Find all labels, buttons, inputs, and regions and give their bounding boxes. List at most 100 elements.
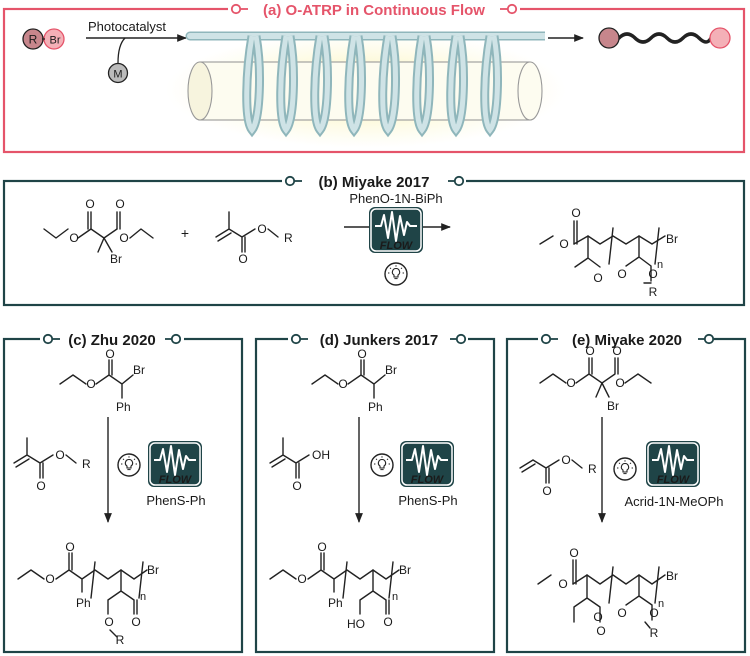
panel-e-title: (e) Miyake 2020	[572, 332, 682, 349]
monomer-r-label: R	[284, 231, 293, 245]
svg-text:O: O	[317, 540, 326, 554]
svg-text:O: O	[105, 347, 114, 361]
panel-e: (e) Miyake 2020 O O O O Br O O R FLOW Ac…	[505, 329, 747, 654]
product-n-label: n	[140, 591, 146, 603]
product-r-label: R	[649, 285, 658, 299]
svg-text:O: O	[69, 231, 78, 245]
monomer-structure: O O R	[215, 211, 293, 266]
svg-text:O: O	[617, 267, 626, 281]
svg-text:O: O	[55, 448, 64, 462]
header-dot-icon	[453, 175, 465, 187]
header-dot-icon	[455, 333, 467, 345]
monomer-o-label: O	[238, 252, 247, 266]
catalyst-label: Acrid-1N-MeOPh	[625, 494, 724, 509]
initiator-br-label: Br	[133, 363, 145, 377]
svg-text:O: O	[558, 577, 567, 591]
light-bulb-icon	[613, 457, 637, 481]
monomer-o-label: O	[292, 479, 301, 493]
header-dot-icon	[230, 3, 242, 15]
svg-text:O: O	[297, 572, 306, 586]
monomer-m-icon	[107, 62, 129, 84]
header-dot-icon	[42, 333, 54, 345]
svg-text:O: O	[104, 615, 113, 629]
header-dot-icon	[170, 333, 182, 345]
svg-text:O: O	[119, 231, 128, 245]
initiator-ph-label: Ph	[368, 400, 383, 414]
svg-text:O: O	[357, 347, 366, 361]
flow-badge-label: FLOW	[657, 474, 691, 486]
svg-text:O: O	[338, 377, 347, 391]
monomer-r-label: R	[588, 462, 597, 476]
catalyst-label: PhenS-Ph	[398, 493, 457, 508]
svg-text:O: O	[593, 610, 602, 624]
initiator-br-label: Br	[110, 252, 122, 266]
panel-a: (a) O-ATRP in Continuous Flow R Br Photo…	[2, 0, 746, 154]
initiator-br-label: Br	[607, 399, 619, 413]
svg-text:O: O	[612, 344, 621, 358]
catalyst-label: PhenO-1N-BiPh	[349, 191, 442, 206]
svg-text:O: O	[648, 267, 657, 281]
initiator-r-label: R	[29, 33, 38, 47]
panel-d-title: (d) Junkers 2017	[320, 332, 438, 349]
product-br-label: Br	[666, 232, 678, 246]
monomer-r-label: R	[82, 457, 91, 471]
monomer-o-label: O	[542, 484, 551, 498]
product-n-label: n	[657, 259, 663, 271]
svg-text:O: O	[85, 197, 94, 211]
svg-text:O: O	[45, 572, 54, 586]
monomer-m-label: M	[113, 69, 122, 81]
flow-badge-label: FLOW	[159, 474, 193, 486]
header-dot-icon	[506, 3, 518, 15]
initiator-ph-label: Ph	[116, 400, 131, 414]
polymer-product-icon	[598, 27, 731, 49]
header-dot-icon	[540, 333, 552, 345]
svg-text:O: O	[571, 206, 580, 220]
svg-text:O: O	[617, 606, 626, 620]
svg-text:O: O	[561, 453, 570, 467]
light-bulb-icon	[384, 262, 408, 286]
product-br-label: Br	[147, 563, 159, 577]
initiator-br-label: Br	[385, 363, 397, 377]
flow-reactor-icon	[166, 31, 566, 148]
panel-b: (b) Miyake 2017 O O O O Br + O O R PhenO…	[2, 171, 746, 307]
svg-text:O: O	[566, 376, 575, 390]
light-bulb-icon	[117, 453, 141, 477]
product-n-label: n	[392, 591, 398, 603]
svg-text:O: O	[559, 237, 568, 251]
header-dot-icon	[284, 175, 296, 187]
panel-d-border	[254, 337, 496, 654]
panel-d: (d) Junkers 2017 O O Br Ph OH O FLOW Phe…	[254, 329, 496, 654]
initiator-r-br: R Br	[22, 28, 65, 50]
product-r-label: R	[116, 633, 125, 647]
panel-c: (c) Zhu 2020 O O Br Ph O O R FLOW PhenS-…	[2, 329, 244, 654]
product-n-label: n	[658, 598, 664, 610]
svg-text:O: O	[257, 222, 266, 236]
svg-text:O: O	[65, 540, 74, 554]
monomer-o-label: O	[36, 479, 45, 493]
monomer-oh-label: OH	[312, 448, 330, 462]
panel-c-border	[2, 337, 244, 654]
panel-c-title: (c) Zhu 2020	[68, 332, 156, 349]
plus-sign: +	[181, 225, 189, 241]
panel-a-title: (a) O-ATRP in Continuous Flow	[263, 2, 485, 19]
svg-text:O: O	[86, 377, 95, 391]
header-dot-icon	[703, 333, 715, 345]
initiator-structure: O O O O Br	[43, 197, 154, 266]
svg-text:O: O	[596, 624, 605, 638]
svg-text:O: O	[131, 615, 140, 629]
photocatalyst-label: Photocatalyst	[88, 19, 166, 34]
catalyst-label: PhenS-Ph	[146, 493, 205, 508]
product-ho-label: HO	[347, 617, 365, 631]
panel-b-title: (b) Miyake 2017	[319, 174, 430, 191]
svg-text:O: O	[569, 546, 578, 560]
product-br-label: Br	[666, 569, 678, 583]
header-dot-icon	[290, 333, 302, 345]
product-r-label: R	[650, 626, 659, 640]
svg-text:O: O	[615, 376, 624, 390]
svg-text:O: O	[585, 344, 594, 358]
product-ph-label: Ph	[76, 596, 91, 610]
flow-badge-label: FLOW	[411, 474, 445, 486]
product-ph-label: Ph	[328, 596, 343, 610]
light-bulb-icon	[370, 453, 394, 477]
svg-text:O: O	[593, 271, 602, 285]
